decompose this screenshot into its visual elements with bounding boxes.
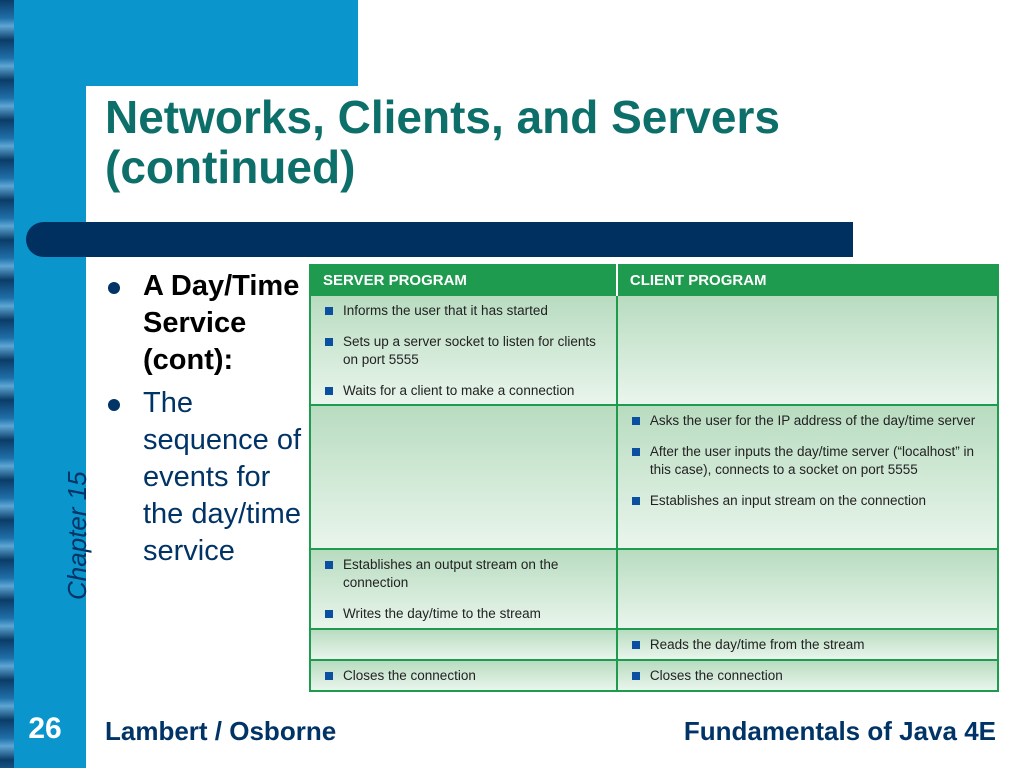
square-bullet-icon <box>325 672 333 680</box>
item-text: Informs the user that it has started <box>343 303 548 318</box>
slide-title-line-2: (continued) <box>105 141 356 193</box>
slide-number: 26 <box>28 712 62 745</box>
server-cell <box>309 628 618 661</box>
list-item: Reads the day/time from the stream <box>630 636 989 654</box>
slide-title-line-1: Networks, Clients, and Servers <box>105 91 780 143</box>
client-cell: Asks the user for the IP address of the … <box>615 404 1000 550</box>
table-header-row: SERVER PROGRAM CLIENT PROGRAM <box>310 265 998 295</box>
item-text: Closes the connection <box>649 668 783 683</box>
bullet-dot-icon <box>108 399 120 411</box>
list-item: After the user inputs the day/time serve… <box>630 443 989 479</box>
item-text: Reads the day/time from the stream <box>649 637 865 652</box>
square-bullet-icon <box>631 448 640 456</box>
server-cell: Closes the connection <box>309 659 618 692</box>
table-row: Closes the connection Closes the connect… <box>309 659 1000 692</box>
bullet-text: A Day/Time Service (cont): <box>143 270 300 376</box>
item-text: Establishes an input stream on the conne… <box>649 493 927 508</box>
list-item: Writes the day/time to the stream <box>323 605 608 623</box>
square-bullet-icon <box>631 641 640 649</box>
square-bullet-icon <box>631 497 640 505</box>
bullet-text: The sequence of events for the day/time … <box>143 387 302 567</box>
header-client-program: CLIENT PROGRAM <box>616 265 998 295</box>
list-item: Closes the connection <box>630 667 989 685</box>
square-bullet-icon <box>631 672 640 680</box>
list-item: Establishes an input stream on the conne… <box>630 492 989 510</box>
item-text: Asks the user for the IP address of the … <box>649 413 976 428</box>
square-bullet-icon <box>631 417 640 425</box>
top-accent-block <box>86 0 358 86</box>
table-row: Informs the user that it has started Set… <box>309 294 1000 406</box>
square-bullet-icon <box>325 387 333 395</box>
table-row: Reads the day/time from the stream <box>309 628 1000 661</box>
server-cell: Establishes an output stream on the conn… <box>309 548 618 630</box>
item-text: After the user inputs the day/time serve… <box>649 444 975 477</box>
sequence-table: SERVER PROGRAM CLIENT PROGRAM Informs th… <box>309 264 1000 692</box>
left-accent-bar <box>14 0 86 768</box>
list-item: Sets up a server socket to listen for cl… <box>323 333 608 369</box>
decorative-photo-strip <box>0 0 14 768</box>
square-bullet-icon <box>325 338 333 346</box>
bullet-item: The sequence of events for the day/time … <box>105 385 305 570</box>
bullet-list: A Day/Time Service (cont): The sequence … <box>105 268 305 576</box>
list-item: Establishes an output stream on the conn… <box>323 556 608 592</box>
item-text: Establishes an output stream on the conn… <box>343 557 559 590</box>
header-server-program: SERVER PROGRAM <box>310 265 618 295</box>
item-text: Waits for a client to make a connection <box>343 383 575 398</box>
footer-authors: Lambert / Osborne <box>105 716 337 746</box>
footer-book-title: Fundamentals of Java 4E <box>683 716 996 746</box>
table-row: Establishes an output stream on the conn… <box>309 548 1000 630</box>
client-cell: Closes the connection <box>615 659 1000 692</box>
server-cell: Informs the user that it has started Set… <box>309 294 618 406</box>
square-bullet-icon <box>325 307 333 315</box>
item-text: Writes the day/time to the stream <box>343 606 541 621</box>
item-text: Sets up a server socket to listen for cl… <box>343 334 596 367</box>
square-bullet-icon <box>325 610 333 618</box>
list-item: Asks the user for the IP address of the … <box>630 412 989 430</box>
square-bullet-icon <box>325 561 333 569</box>
client-cell <box>615 548 1000 630</box>
chapter-label: Chapter 15 <box>62 471 92 600</box>
client-cell: Reads the day/time from the stream <box>615 628 1000 661</box>
table-row: Asks the user for the IP address of the … <box>309 404 1000 550</box>
client-cell <box>615 294 1000 406</box>
slide-title: Networks, Clients, and Servers (continue… <box>105 92 905 192</box>
list-item: Waits for a client to make a connection <box>323 382 608 400</box>
title-underline-bar <box>26 222 853 257</box>
list-item: Closes the connection <box>323 667 608 685</box>
list-item: Informs the user that it has started <box>323 302 608 320</box>
bullet-item: A Day/Time Service (cont): <box>105 268 305 379</box>
server-cell <box>309 404 618 550</box>
bullet-dot-icon <box>108 282 120 294</box>
item-text: Closes the connection <box>343 668 476 683</box>
